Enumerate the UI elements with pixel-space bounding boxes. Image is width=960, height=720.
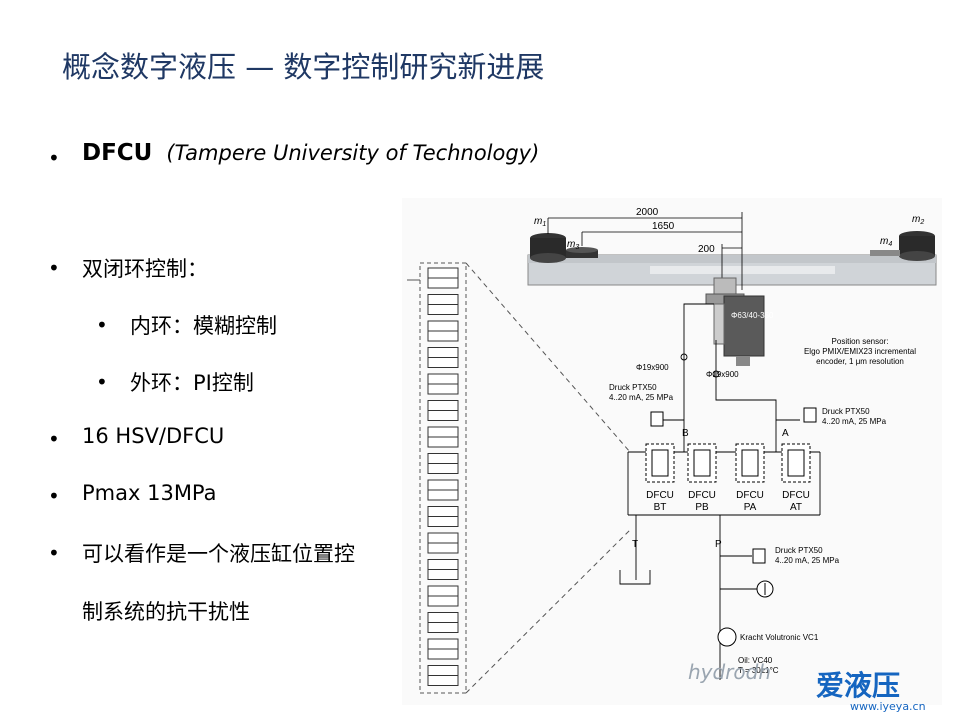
- dfcu-valve-symbol: [741, 449, 759, 477]
- dfcu-label: DFCU: [82, 140, 153, 166]
- dfcu-valve-symbol: [651, 449, 669, 477]
- mass-label-m2: m2: [912, 214, 924, 226]
- page-title: 概念数字液压 — 数字控制研究新进展: [62, 50, 545, 84]
- pressure-sensor-right: [803, 407, 817, 423]
- druck-p-1: Druck PTX50: [775, 546, 823, 555]
- druck-left-2: 4..20 mA, 25 MPa: [609, 393, 674, 402]
- sensor-text-1: Position sensor:: [832, 337, 889, 346]
- bullet-dfcu: DFCU (Tampere University of Technology): [82, 140, 539, 166]
- dfcu-unit-label: DFCU: [646, 490, 674, 501]
- bullet-dot: •: [96, 370, 108, 394]
- pressure-sensor-p: [752, 548, 766, 564]
- bullet-dot: •: [48, 146, 60, 170]
- watermark-brand: 爱液压: [816, 669, 901, 702]
- bullet-dot: •: [48, 427, 60, 451]
- valve-stack: [407, 262, 467, 694]
- bullet-pmax: Pmax 13MPa: [82, 481, 217, 505]
- dfcu-unit-label: DFCU: [688, 490, 716, 501]
- sensor-text-2: Elgo PMIX/EMIX23 incremental: [804, 347, 916, 356]
- dfcu-university: (Tampere University of Technology): [166, 141, 540, 165]
- port-a: A: [782, 428, 789, 439]
- pump-symbol: [717, 627, 737, 647]
- bullet-dot: •: [48, 484, 60, 508]
- port-t: T: [632, 539, 638, 550]
- oil-label-2: T = 30±1°C: [738, 666, 779, 675]
- dfcu-unit-code: PB: [695, 502, 709, 513]
- bullet-inner: 内环：模糊控制: [130, 314, 277, 338]
- bullet-outer: 外环：PI控制: [130, 371, 254, 395]
- bullet-dot: •: [96, 313, 108, 337]
- dfcu-unit-label: DFCU: [782, 490, 810, 501]
- dfcu-unit-code: AT: [790, 502, 802, 513]
- pipe-label-left: Φ19x900: [636, 363, 669, 372]
- bullet-control: 双闭环控制：: [82, 257, 208, 281]
- dfcu-unit-label: DFCU: [736, 490, 764, 501]
- bullet-note-line1: 可以看作是一个液压缸位置控: [82, 542, 355, 566]
- bullet-note-line2: 制系统的抗干扰性: [82, 600, 250, 624]
- hydraulic-cylinder: [705, 277, 765, 366]
- druck-right-1: Druck PTX50: [822, 407, 870, 416]
- bullet-dot: •: [48, 256, 60, 280]
- oil-label-1: Oil: VC40: [738, 656, 773, 665]
- pump-label: Kracht Volutronic VC1: [740, 633, 819, 642]
- mass-label-m4: m4: [880, 236, 892, 248]
- pipes: [619, 303, 821, 680]
- port-b: B: [682, 428, 689, 439]
- druck-p-2: 4..20 mA, 25 MPa: [775, 556, 840, 565]
- dfcu-unit-code: BT: [654, 502, 667, 513]
- watermark-hydro: hydrodh: [688, 660, 772, 684]
- pressure-sensor-left: [650, 411, 664, 427]
- zoom-line: [465, 262, 631, 453]
- dfcu-unit-code: PA: [744, 502, 757, 513]
- dim-200: 200: [698, 244, 715, 255]
- port-p: P: [715, 539, 722, 550]
- bullet-hsv: 16 HSV/DFCU: [82, 424, 225, 448]
- zoom-line: [465, 529, 631, 694]
- dim-1650: 1650: [652, 221, 675, 232]
- druck-left-1: Druck PTX50: [609, 383, 657, 392]
- sensor-text-3: encoder, 1 μm resolution: [816, 357, 904, 366]
- dfcu-valve-symbol: [693, 449, 711, 477]
- watermark-url: www.iyeya.cn: [850, 700, 926, 713]
- cylinder-label: Φ63/40-350: [731, 311, 774, 320]
- dfcu-valve-symbol: [787, 449, 805, 477]
- mass-label-m1: m1: [534, 216, 546, 228]
- pipe-label-right: Φ19x900: [706, 370, 739, 379]
- mass-label-m3: m3: [567, 239, 579, 251]
- druck-right-2: 4..20 mA, 25 MPa: [822, 417, 887, 426]
- dim-2000: 2000: [636, 207, 659, 218]
- bullet-dot: •: [48, 541, 60, 565]
